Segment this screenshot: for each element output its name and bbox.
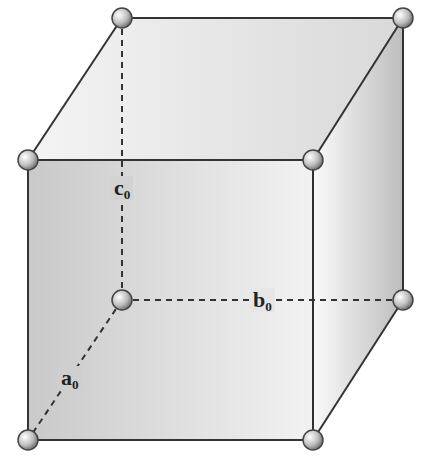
hidden-edges — [28, 18, 403, 440]
right-face — [313, 18, 403, 440]
edge-length-label: a₀ — [58, 366, 82, 390]
edge-length-label: b₀ — [250, 288, 275, 312]
visible-edges — [28, 18, 403, 440]
edge-length-label: c₀ — [111, 176, 133, 200]
corner-atoms — [18, 8, 413, 450]
